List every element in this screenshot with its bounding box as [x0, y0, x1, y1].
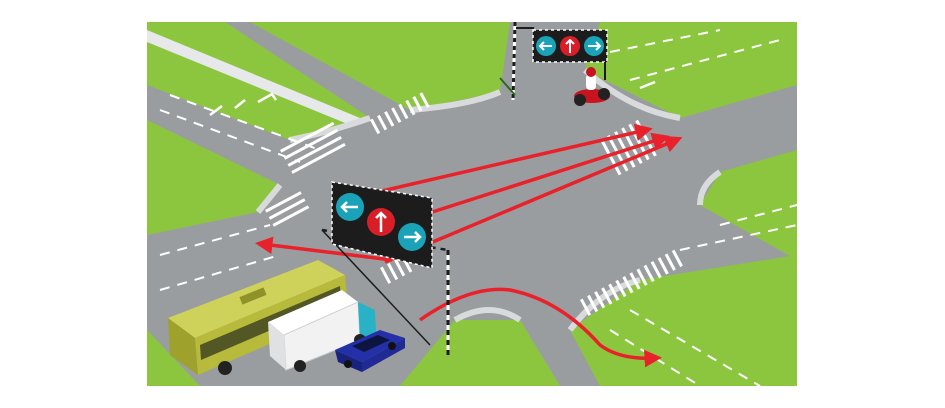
- curbs: [255, 67, 722, 332]
- near-traffic-sign: [331, 181, 433, 269]
- motorbike: [574, 67, 610, 106]
- movement-paths: [255, 123, 683, 368]
- grass-areas: [147, 22, 797, 386]
- car: [335, 330, 405, 372]
- far-sign-gantry: [499, 22, 608, 101]
- path-straight-3: [384, 135, 683, 264]
- lane-markings: [159, 29, 797, 386]
- path-turn-left: [255, 236, 393, 262]
- path-turn-right: [418, 287, 662, 368]
- near-sign-gantry: [321, 181, 450, 355]
- path-straight-1: [359, 123, 653, 198]
- lane-direction-arrows: [209, 80, 656, 116]
- far-traffic-sign: [532, 29, 608, 63]
